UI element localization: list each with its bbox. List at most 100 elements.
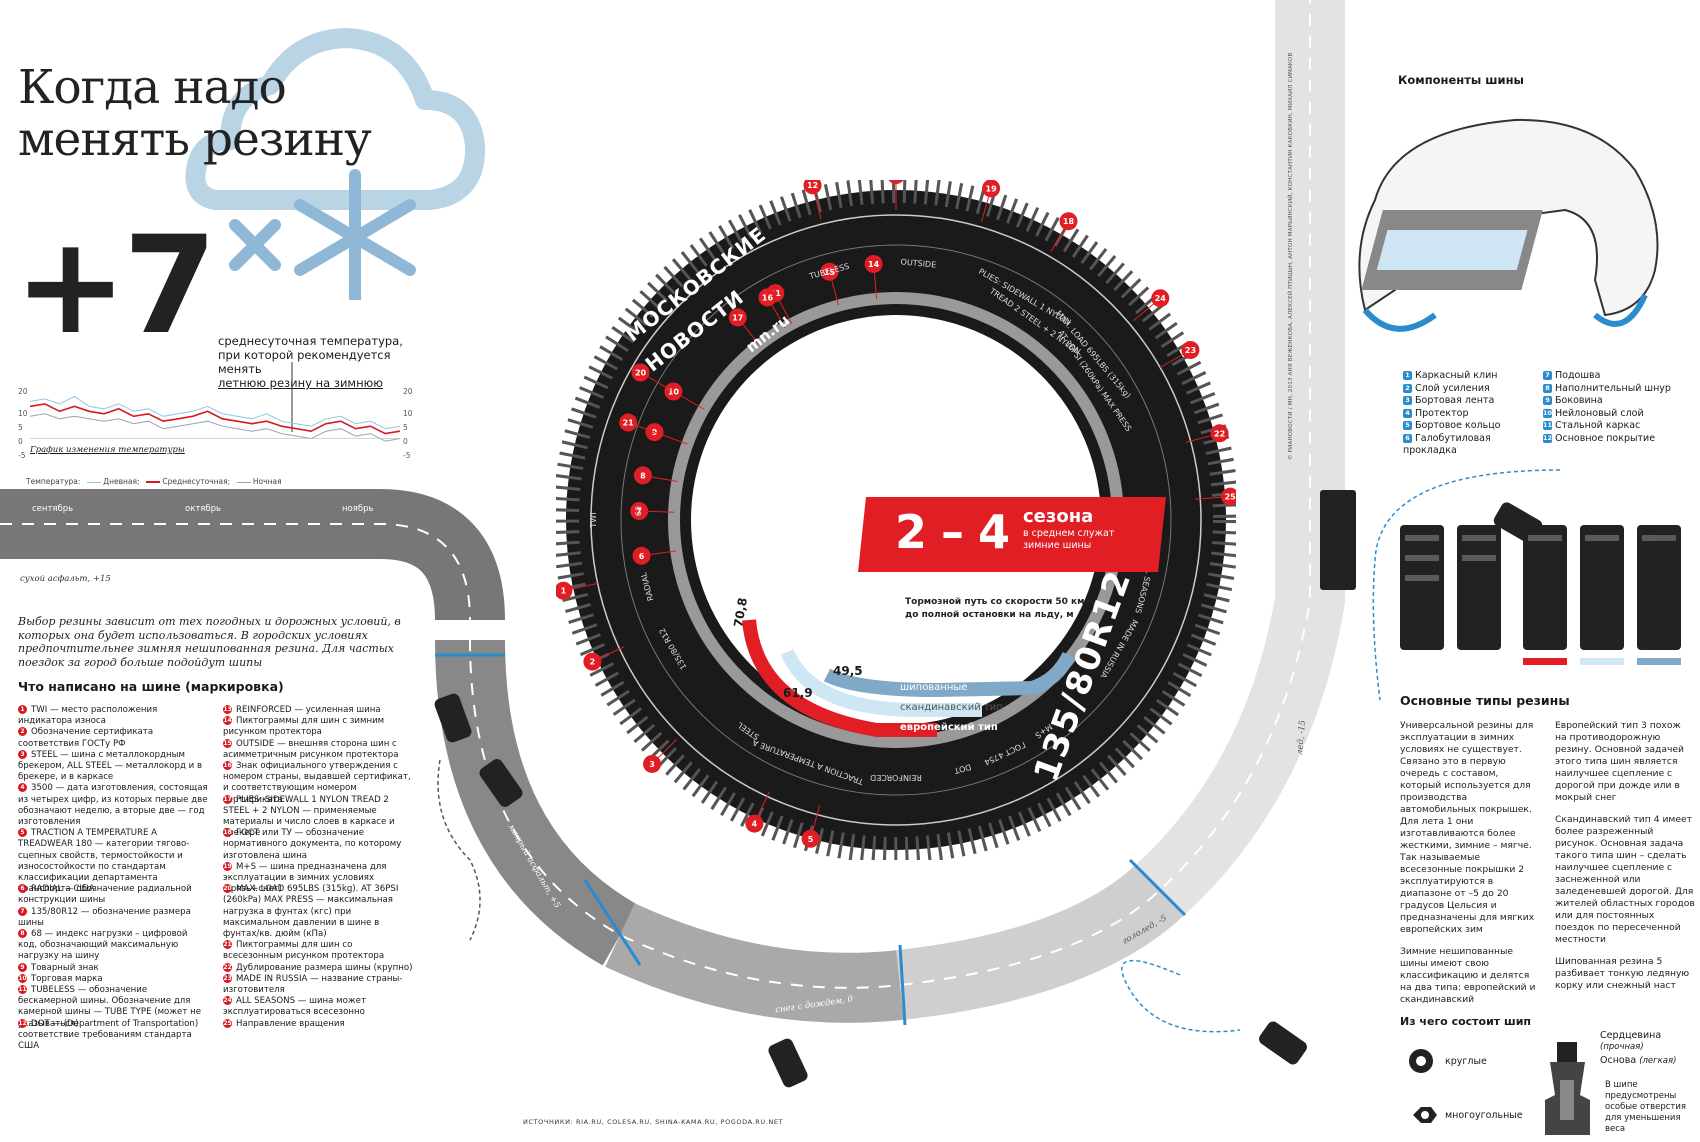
callout-marker <box>1221 487 1236 506</box>
y-tick: 5 <box>18 423 23 432</box>
callout-marker <box>619 413 638 432</box>
legend-avg: Среднесуточная; <box>162 477 231 486</box>
series-line-0 <box>30 395 400 430</box>
sidewall-label: OUTSIDE <box>900 257 936 269</box>
component-text: Нейлоновый слой <box>1555 407 1644 419</box>
component-text: Слой усиления <box>1415 382 1490 394</box>
stat-caption-1: в среднем служат <box>1023 528 1115 539</box>
item-text: MAX. LOAD 695LBS (315kg). AT 36PSI (260k… <box>223 884 399 939</box>
item-number: 20 <box>223 884 232 894</box>
callout-marker <box>820 262 839 281</box>
item-number: 10 <box>18 973 27 983</box>
callout-marker <box>664 382 683 401</box>
poly-stud-label: многоугольные <box>1445 1110 1523 1121</box>
item-text: Торговая марка <box>31 973 103 984</box>
callout-number: 15 <box>824 268 836 277</box>
bar-studded <box>823 651 1076 698</box>
item-text: 135/80R12 — обозначение размера шины <box>18 906 191 928</box>
item-text: M+S — шина предназначена для эксплуатаци… <box>223 861 387 895</box>
stat-caption: в среднем служат зимние шины <box>1023 528 1143 551</box>
item-number: 4 <box>18 783 27 793</box>
braking-arcs <box>742 619 1076 737</box>
chart-title: График изменения температуры <box>30 445 185 455</box>
tread-pattern <box>556 180 1236 860</box>
item-text: Пиктограммы для шин со всесезонным рисун… <box>223 940 385 962</box>
stud-shapes <box>1409 1049 1437 1123</box>
callout-number: 10 <box>668 388 680 397</box>
list-item: 10 Торговая марка <box>18 973 208 985</box>
item-text: STEEL — шина с металлокордным брекером, … <box>18 749 203 783</box>
component-number: 5 <box>1403 421 1412 430</box>
item-text: Знак официального утверждения с номером … <box>223 761 411 805</box>
round-stud-label: круглые <box>1445 1056 1487 1067</box>
month-november: ноябрь <box>342 504 374 514</box>
pointer-line <box>291 362 293 432</box>
item-text: TUBELESS — обозначение бескамерной шины.… <box>18 985 201 1029</box>
types-heading: Основные типы резины <box>1400 693 1570 708</box>
bar-scandinavian <box>780 648 982 717</box>
studs-heading: Из чего состоит шип <box>1400 1015 1532 1028</box>
callout-number: 5 <box>808 835 814 844</box>
callout-number: 2 <box>590 658 596 667</box>
title-line-2: менять резину <box>18 112 372 167</box>
stat-unit: сезона <box>1023 506 1094 527</box>
cloud-icon <box>185 28 485 210</box>
series-line-1 <box>30 403 400 435</box>
types-col2-p1: Европейский тип 3 похож на противодорожн… <box>1555 720 1685 803</box>
callout-marker <box>982 180 1001 198</box>
item-text: ALL SEASONS — шина может эксплуатировать… <box>223 996 366 1018</box>
temperature-chart: 20 10 5 0 -5 20 10 5 0 -5 График изменен… <box>18 385 413 486</box>
tread-samples <box>1400 525 1681 665</box>
surface-separators <box>435 653 1187 1026</box>
callout-number: 6 <box>639 552 645 561</box>
component-text: Каркасный клин <box>1415 370 1498 381</box>
item-text: RADIAL — обозначение радиальной конструк… <box>18 884 192 906</box>
item-number: 11 <box>18 985 27 994</box>
temperature-plot <box>30 395 400 442</box>
stud-cross-section <box>1545 1042 1590 1135</box>
callout-marker <box>643 754 662 773</box>
bar-label-scandinavian: скандинавский тип <box>900 702 1003 713</box>
item-text: TRACTION A TEMPERATURE A TREADWEAR 180 —… <box>18 828 190 895</box>
sidewall-label: REINFORCED <box>870 773 922 782</box>
item-text: ГОСТ или ТУ — обозначение нормативного д… <box>223 828 402 861</box>
callout-marker <box>745 814 764 833</box>
item-number: 13 <box>223 705 232 714</box>
component-number: 9 <box>1543 396 1552 405</box>
temperature-note: среднесуточная температура, при которой … <box>218 334 418 390</box>
item-number: 17 <box>223 794 232 804</box>
series-line-2 <box>30 413 400 442</box>
item-number: 22 <box>223 962 232 972</box>
item-number: 14 <box>223 716 232 726</box>
markings-heading: Что написано на шине (маркировка) <box>18 679 284 694</box>
callout-number: 8 <box>640 471 646 480</box>
component-number: 4 <box>1403 408 1412 418</box>
bar-value-scandinavian: 61,9 <box>783 686 813 700</box>
item-text: Дублирование размера шины (крупно) <box>236 962 413 973</box>
callout-number: 24 <box>1155 294 1167 303</box>
item-text: Пиктограммы для шин с зимним рисунком пр… <box>223 716 385 738</box>
item-number: 16 <box>223 761 232 770</box>
callout-marker <box>556 581 573 600</box>
callout-marker <box>1210 424 1229 443</box>
y-tick: 20 <box>403 387 413 396</box>
stat-value: 2 – 4 <box>895 505 1010 559</box>
month-october: октябрь <box>185 504 222 514</box>
legend-night: Ночная <box>252 477 282 486</box>
component-number: 6 <box>1403 433 1412 443</box>
road-dry <box>0 489 505 622</box>
y-tick: -5 <box>18 451 26 460</box>
